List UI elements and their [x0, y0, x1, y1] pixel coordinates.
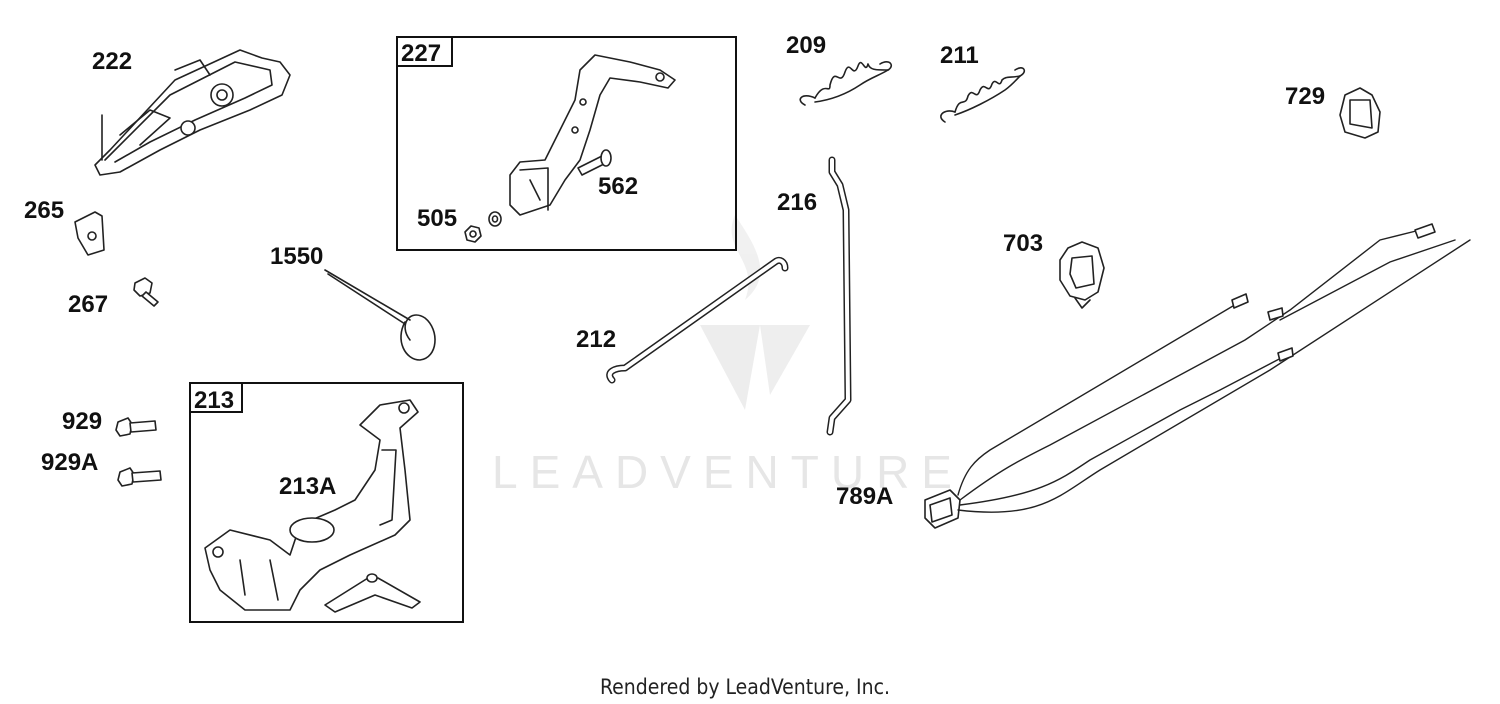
part-703-clamp[interactable]: [1059, 241, 1105, 309]
label-1550: 1550: [270, 243, 323, 270]
label-227: 227: [401, 40, 441, 67]
label-212: 212: [576, 326, 616, 353]
part-265-clip[interactable]: [74, 211, 105, 256]
label-213: 213: [194, 387, 234, 414]
part-222-bracket[interactable]: [94, 49, 291, 176]
watermark-logo: [700, 215, 810, 410]
label-729: 729: [1285, 83, 1325, 110]
box-213-tag: [189, 382, 243, 413]
part-211-spring[interactable]: [940, 67, 1026, 123]
box-227-tag: [396, 36, 453, 67]
label-267: 267: [68, 291, 108, 318]
footer-credit: Rendered by LeadVenture, Inc.: [600, 675, 890, 699]
label-216: 216: [777, 189, 817, 216]
label-265: 265: [24, 197, 64, 224]
label-211: 211: [940, 42, 979, 69]
part-789A-harness[interactable]: [924, 223, 1471, 529]
label-703: 703: [1003, 230, 1043, 257]
part-1550-spring[interactable]: [324, 269, 436, 361]
part-929A-bolt[interactable]: [117, 467, 162, 487]
part-216-rod[interactable]: [826, 156, 852, 436]
label-929: 929: [62, 408, 102, 435]
label-213A: 213A: [279, 473, 336, 500]
part-267-screw[interactable]: [133, 277, 159, 307]
box-227: [396, 36, 737, 251]
part-213A-plate[interactable]: [324, 573, 421, 613]
label-222: 222: [92, 48, 132, 75]
part-209-spring[interactable]: [799, 61, 892, 106]
part-929-bolt[interactable]: [115, 417, 157, 437]
box-213: [189, 382, 464, 623]
part-729-clip[interactable]: [1339, 87, 1381, 139]
label-789A: 789A: [836, 483, 893, 510]
label-505: 505: [417, 205, 457, 232]
part-505-nut-washer[interactable]: [464, 211, 502, 243]
label-929A: 929A: [41, 449, 98, 476]
part-212-rod[interactable]: [606, 256, 789, 384]
part-227-lever[interactable]: [509, 54, 676, 216]
part-562-pin[interactable]: [577, 149, 612, 176]
label-209: 209: [786, 32, 826, 59]
watermark-text: LEADVENTURE: [492, 446, 964, 498]
part-213-bracket[interactable]: [204, 399, 419, 611]
label-562: 562: [598, 173, 638, 200]
